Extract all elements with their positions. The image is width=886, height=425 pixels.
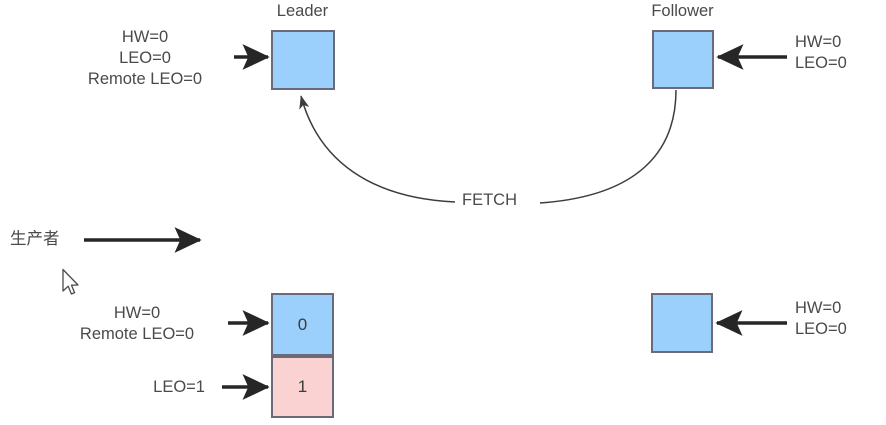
follower-box-top[interactable] — [652, 30, 714, 89]
follower-annotation-bottom: HW=0 LEO=0 — [795, 298, 886, 340]
follower-title: Follower — [651, 2, 714, 20]
leader-annotation-top-line2: LEO=0 — [119, 49, 171, 67]
fetch-label: FETCH — [459, 191, 520, 210]
fetch-curve — [299, 89, 677, 204]
leader-annotation-bottom-lower-line1: LEO=1 — [153, 378, 205, 396]
producer-label: 生产者 — [10, 230, 60, 248]
follower-annotation-top-line2: LEO=0 — [795, 54, 847, 72]
leader-cell-offset-0[interactable]: 0 — [271, 293, 334, 356]
leader-annotation-top: HW=0 LEO=0 Remote LEO=0 — [60, 27, 230, 90]
leader-title: Leader — [276, 2, 329, 20]
leader-annotation-bottom-lower: LEO=1 — [95, 377, 205, 398]
leader-annotation-top-line3: Remote LEO=0 — [87, 70, 203, 88]
leader-annotation-top-line1: HW=0 — [121, 28, 169, 46]
follower-annotation-top-line1: HW=0 — [795, 33, 842, 51]
leader-annotation-bottom-upper-line1: HW=0 — [113, 304, 161, 322]
follower-box-bottom[interactable] — [651, 293, 713, 353]
leader-cell-offset-1[interactable]: 1 — [271, 356, 334, 418]
leader-annotation-bottom-upper-line2: Remote LEO=0 — [79, 325, 195, 343]
leader-annotation-bottom-upper: HW=0 Remote LEO=0 — [62, 303, 212, 345]
follower-annotation-bottom-line1: HW=0 — [795, 299, 842, 317]
follower-annotation-bottom-line2: LEO=0 — [795, 320, 847, 338]
leader-box-top[interactable] — [271, 30, 335, 90]
follower-annotation-top: HW=0 LEO=0 — [795, 32, 886, 74]
